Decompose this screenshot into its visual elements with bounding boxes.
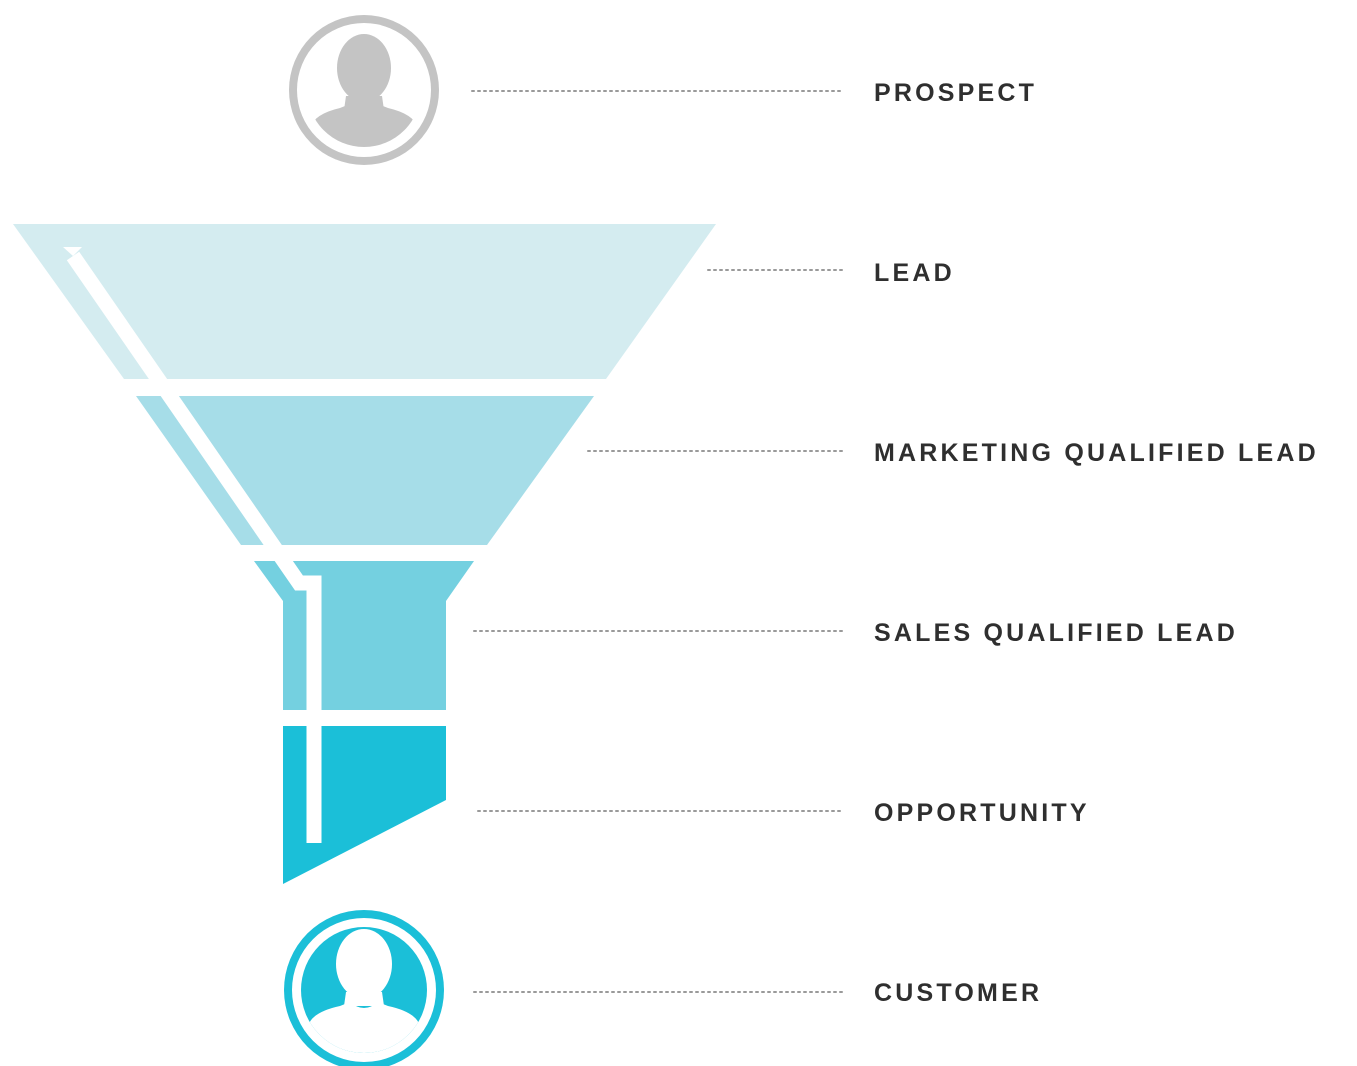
funnel-band-opportunity (283, 726, 446, 884)
label-lead: LEAD (874, 259, 955, 287)
label-sales-qualified-lead: SALES QUALIFIED LEAD (874, 619, 1239, 647)
funnel-band-marketing-qualified-lead (136, 396, 594, 545)
funnel-band-sales-qualified-lead (254, 561, 474, 710)
funnel-flow-path (66, 251, 322, 843)
label-prospect: PROSPECT (874, 79, 1038, 107)
prospect-person-icon (289, 15, 439, 165)
customer-person-icon (284, 910, 444, 1066)
funnel (13, 224, 716, 884)
label-customer: CUSTOMER (874, 979, 1043, 1007)
label-marketing-qualified-lead: MARKETING QUALIFIED LEAD (874, 439, 1319, 467)
connectors (471, 90, 843, 993)
funnel-band-lead (13, 224, 716, 379)
label-opportunity: OPPORTUNITY (874, 799, 1090, 827)
